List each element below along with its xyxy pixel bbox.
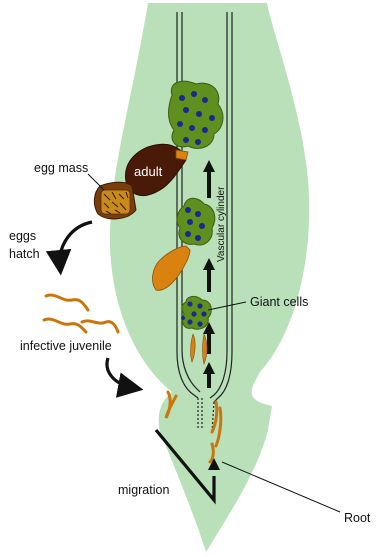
- eggs-hatch-label-line1: eggs: [9, 229, 36, 243]
- egg-mass-label: egg mass: [34, 161, 88, 175]
- root-label: Root: [344, 511, 371, 525]
- egg-mass: [94, 182, 136, 219]
- infective-juveniles: [44, 295, 118, 332]
- migration-label: migration: [118, 483, 169, 497]
- giant-cells-lower: [181, 296, 211, 329]
- adult-label: adult: [134, 164, 163, 179]
- vascular-cylinder-label: Vascular cylinder: [216, 186, 227, 262]
- eggs-hatch-label-line2: hatch: [9, 247, 40, 261]
- giant-cells-label: Giant cells: [250, 295, 308, 309]
- infective-juvenile-label: infective juvenile: [20, 339, 112, 353]
